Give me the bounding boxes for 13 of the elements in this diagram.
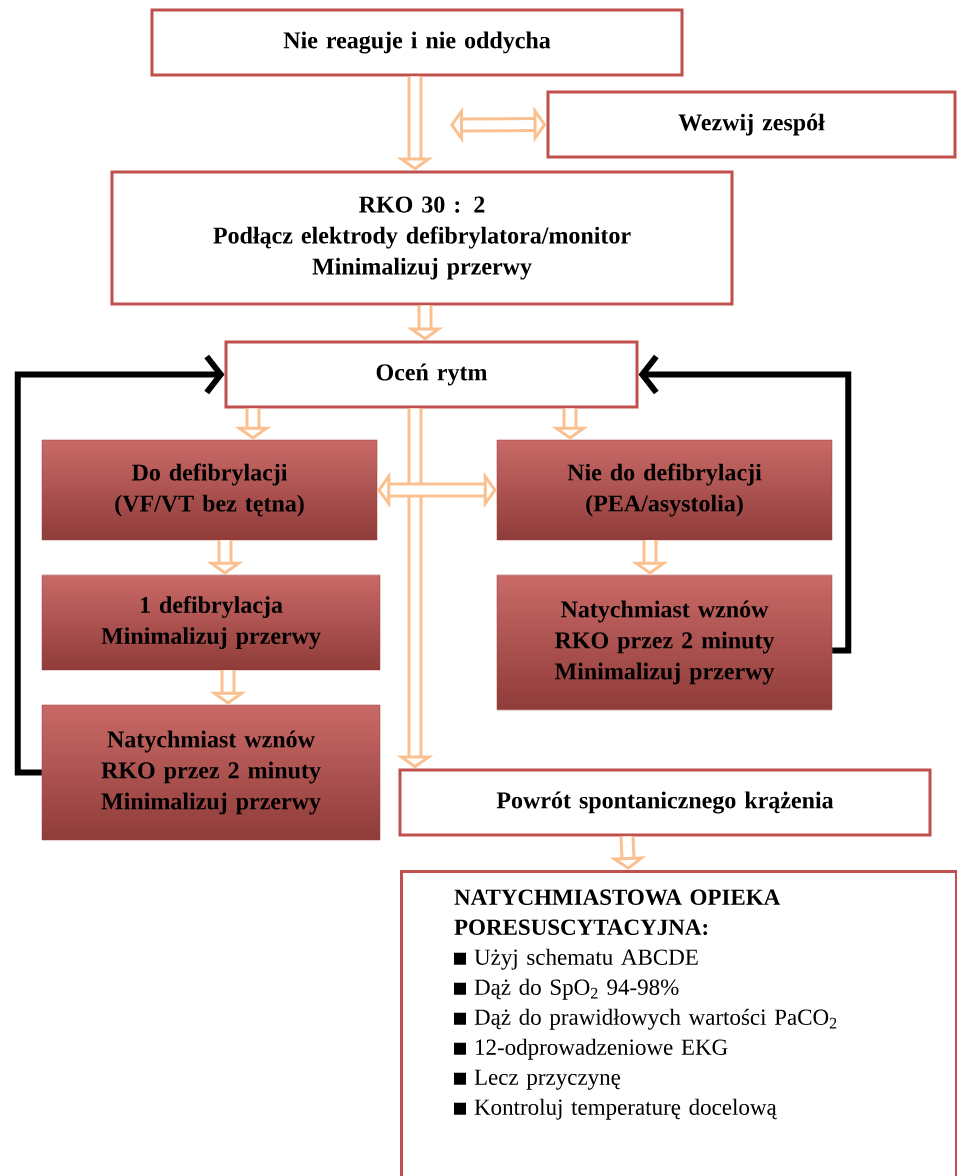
list-box: NATYCHMIASTOWA OPIEKA PORESUSCYTACYJNA: Użyj schematu ABCDE Dąż do SpO$_{2}$ 94-98% Dąż do prawidłowych wartości PaCO$_{2}$ 12-odprowadzeniowe EKG Lecz przyczynę Kontroluj temperaturę docelową: [400, 870, 957, 1176]
step-box: Nie do defibrylacji (PEA/asystolia): [496, 439, 833, 541]
step-box: 1 defibrylacja Minimalizuj przerwy: [41, 574, 381, 671]
step-box: Do defibrylacji (VF/VT bez tętna): [41, 439, 378, 541]
process-box: Wezwij zespół: [546, 90, 957, 159]
loop-arrow: [638, 354, 852, 654]
process-box: Nie reaguje i nie oddycha: [150, 8, 684, 77]
hollow-arrow: [450, 106, 547, 144]
loop-arrow: [14, 354, 225, 776]
step-box: Natychmiast wznów RKO przez 2 minuty Minimalizuj przerwy: [496, 574, 833, 711]
hollow-arrow: [377, 471, 497, 509]
process-box: RKO 30 : 2 Podłącz elektrody defibrylatora/monitor Minimalizuj przerwy: [110, 170, 734, 306]
step-box: Natychmiast wznów RKO przez 2 minuty Minimalizuj przerwy: [41, 704, 381, 841]
